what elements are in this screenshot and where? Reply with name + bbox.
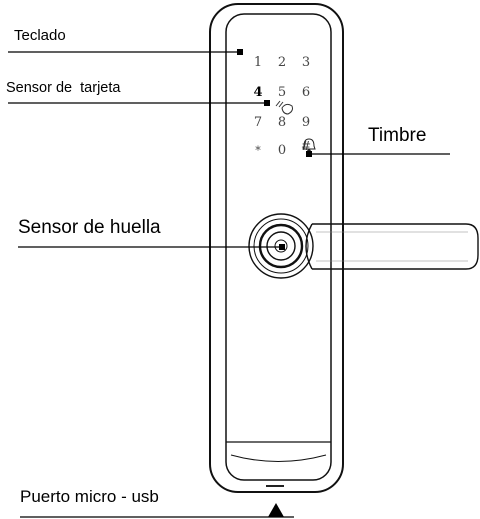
- card-icon: [275, 100, 293, 115]
- key-9[interactable]: 9: [302, 115, 310, 130]
- callout-doorbell: Timbre: [306, 125, 450, 157]
- key-0[interactable]: 0: [278, 143, 286, 158]
- label-keypad: Teclado: [14, 27, 66, 44]
- key-6[interactable]: 6: [302, 85, 310, 100]
- label-card-sensor: Sensor de tarjeta: [6, 80, 121, 96]
- key-7[interactable]: 7: [254, 115, 262, 130]
- key-8[interactable]: 8: [278, 115, 286, 130]
- door-handle[interactable]: [305, 223, 479, 270]
- key-1[interactable]: 1: [254, 55, 262, 70]
- keypad: 1 2 3 4 5 6 7 8 9 * 0 #: [253, 55, 311, 158]
- key-star[interactable]: *: [255, 144, 261, 157]
- label-fingerprint: Sensor de huella: [18, 217, 161, 238]
- callout-keypad: Teclado: [8, 27, 243, 55]
- callout-usb: Puerto micro - usb: [20, 487, 294, 518]
- key-hash[interactable]: #: [301, 139, 311, 153]
- fingerprint-sensor-icon[interactable]: [248, 213, 314, 279]
- key-4[interactable]: 4: [253, 85, 262, 100]
- key-2[interactable]: 2: [278, 55, 286, 70]
- callout-card-sensor: Sensor de tarjeta: [6, 80, 270, 106]
- key-5[interactable]: 5: [278, 85, 286, 100]
- lock-body: [209, 3, 344, 493]
- label-doorbell: Timbre: [368, 125, 426, 146]
- label-usb: Puerto micro - usb: [20, 487, 159, 506]
- key-3[interactable]: 3: [302, 55, 310, 70]
- usb-arrow-icon: [268, 503, 284, 517]
- callout-fingerprint: Sensor de huella: [18, 217, 285, 250]
